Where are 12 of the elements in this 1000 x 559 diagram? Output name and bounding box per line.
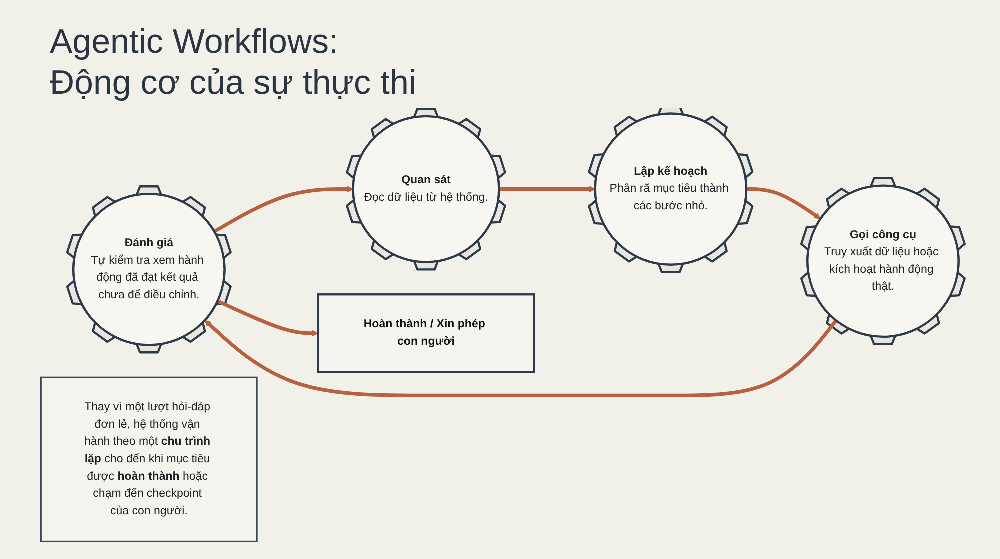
node-circle: Gọi công cụ Truy xuất dữ liệu hoặc kích hoạt hành động thật.: [806, 184, 960, 338]
title: Agentic Workflows: Động cơ của sự thực thi: [50, 22, 418, 104]
node-circle: Lập kế hoạch Phân rã mục tiêu thành các bước nhỏ.: [594, 112, 748, 266]
node-circle: Đánh giá Tự kiểm tra xem hành động đã đạt kết quả chưa để điều chỉnh.: [72, 192, 226, 346]
node-box: Thay vì một lượt hỏi-đáp đơn lẻ, hệ thống vận hành theo một chu trình lặp cho đến khi mục tiêu được hoàn thành hoặc chạm đến checkpoint của con người.: [40, 376, 258, 542]
arrow: [499, 186, 596, 192]
arrow: [746, 187, 821, 219]
node-box: Hoàn thành / Xin phép con người: [317, 293, 536, 374]
node-circle: Quan sát Đọc dữ liệu từ hệ thống.: [352, 114, 500, 263]
arrow: [214, 186, 354, 233]
arrow: [217, 299, 319, 336]
arrow: [204, 319, 838, 398]
